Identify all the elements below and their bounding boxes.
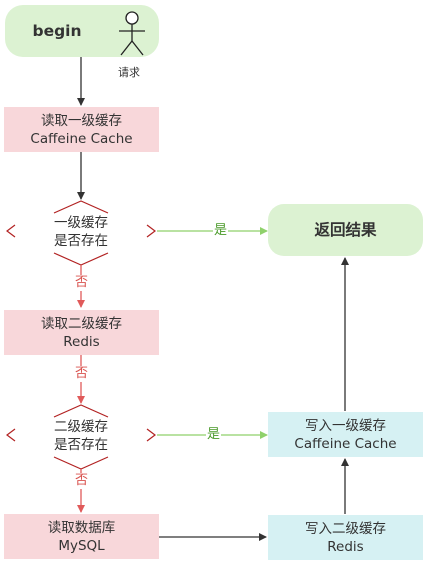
return-result-terminal: 返回结果 <box>268 204 423 256</box>
edge-label-no-1: 否 <box>74 275 90 291</box>
read-l2-node: 读取二级缓存 Redis <box>4 310 159 355</box>
edge-label-no-3: 否 <box>74 473 90 489</box>
write-l2-node: 写入二级缓存 Redis <box>268 515 423 560</box>
check-l1-decision: 一级缓存 是否存在 <box>31 214 131 250</box>
write-l1-line1: 写入一级缓存 <box>305 417 386 434</box>
check-l2-line1: 二级缓存 <box>54 419 108 435</box>
read-l2-line2: Redis <box>63 333 100 350</box>
edge-label-yes-2: 是 <box>206 427 222 443</box>
read-db-node: 读取数据库 MySQL <box>4 514 159 559</box>
write-l1-node: 写入一级缓存 Caffeine Cache <box>268 412 423 457</box>
read-l2-line1: 读取二级缓存 <box>41 315 122 332</box>
check-l2-decision: 二级缓存 是否存在 <box>31 418 131 454</box>
read-l1-line2: Caffeine Cache <box>30 130 133 147</box>
check-l2-line2: 是否存在 <box>54 437 108 453</box>
read-l1-node: 读取一级缓存 Caffeine Cache <box>4 107 159 152</box>
edge-label-no-2: 否 <box>74 366 90 382</box>
check-l1-line2: 是否存在 <box>54 233 108 249</box>
write-l2-line2: Redis <box>327 538 364 555</box>
read-l1-line1: 读取一级缓存 <box>41 112 122 129</box>
write-l2-line1: 写入二级缓存 <box>305 520 386 537</box>
check-l1-line1: 一级缓存 <box>54 215 108 231</box>
actor-caption: 请求 <box>118 66 140 79</box>
return-result-label: 返回结果 <box>314 221 377 239</box>
read-db-line1: 读取数据库 <box>47 519 116 536</box>
read-db-line2: MySQL <box>58 537 105 554</box>
actor-icon <box>119 11 145 56</box>
begin-label: begin <box>32 22 82 40</box>
write-l1-line2: Caffeine Cache <box>294 435 397 452</box>
edge-label-yes-1: 是 <box>213 223 229 239</box>
